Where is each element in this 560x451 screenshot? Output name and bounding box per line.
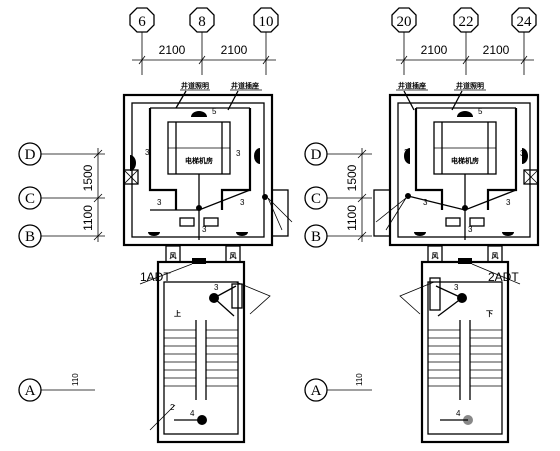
leader-line — [267, 197, 293, 231]
svg-text:上: 上 — [174, 309, 181, 318]
grid-bubble-D: D — [18, 142, 105, 166]
svg-text:5: 5 — [212, 107, 217, 116]
svg-text:风: 风 — [170, 251, 177, 260]
leader-line — [375, 197, 407, 231]
fixture-icons — [405, 193, 514, 236]
svg-text:10: 10 — [259, 14, 274, 30]
wiring-run — [486, 108, 518, 210]
svg-text:20: 20 — [397, 14, 412, 30]
leader-line — [399, 281, 435, 315]
fixture-icons — [148, 194, 268, 236]
svg-text:C: C — [25, 191, 35, 207]
svg-text:4: 4 — [456, 409, 461, 418]
leader-line — [175, 90, 187, 109]
svg-text:3: 3 — [214, 283, 219, 292]
svg-text:2100: 2100 — [159, 43, 186, 57]
svg-text:5: 5 — [478, 107, 483, 116]
light-fixture-icon: 5 — [457, 107, 483, 117]
grid-bubble-B-right: B — [304, 224, 372, 248]
shaft-light-label: 井道照明 — [181, 81, 209, 90]
grid-bubble-A-right: A 110 — [304, 373, 372, 402]
grid-bubble-8: 8 — [189, 7, 215, 75]
wiring-run — [220, 108, 252, 210]
svg-text:3: 3 — [202, 225, 207, 234]
svg-text:D: D — [25, 147, 36, 163]
svg-text:1100: 1100 — [345, 205, 359, 231]
svg-text:A: A — [25, 383, 36, 399]
grid-bubble-6: 6 — [129, 7, 155, 75]
grid-bubble-24: 24 — [511, 7, 537, 75]
svg-text:2100: 2100 — [221, 43, 248, 57]
panel-label-1adt: 1ADT — [140, 270, 171, 284]
svg-text:22: 22 — [459, 14, 474, 30]
svg-text:2100: 2100 — [483, 43, 510, 57]
grid-bubble-A: A 110 — [18, 373, 95, 402]
top-dimension-right: 2100 2100 — [396, 43, 534, 65]
svg-text:D: D — [311, 147, 322, 163]
svg-text:电梯机房: 电梯机房 — [185, 156, 213, 165]
leader-line — [403, 90, 415, 111]
top-dimension-left: 2100 2100 — [132, 43, 276, 65]
shaft-socket-label: 井道插座 — [398, 81, 426, 90]
svg-text:1500: 1500 — [345, 164, 359, 191]
svg-text:3: 3 — [506, 198, 511, 207]
grid-bubble-C: C — [18, 186, 105, 210]
shaft-light-label: 井道照明 — [456, 81, 484, 90]
svg-text:风: 风 — [492, 251, 499, 260]
stairwell-right: 下 3 4 — [420, 260, 510, 444]
svg-text:B: B — [25, 229, 35, 245]
svg-text:3: 3 — [145, 148, 150, 157]
svg-text:3: 3 — [240, 198, 245, 207]
side-dimension-right: 1500 1100 — [345, 148, 367, 242]
svg-text:3: 3 — [404, 148, 409, 157]
svg-text:B: B — [311, 229, 321, 245]
svg-text:24: 24 — [517, 14, 533, 30]
grid-bubble-C-right: C — [304, 186, 372, 210]
svg-text:1500: 1500 — [81, 164, 95, 191]
svg-text:8: 8 — [198, 14, 206, 30]
grid-bubble-22: 22 — [453, 7, 479, 75]
svg-text:电梯机房: 电梯机房 — [451, 156, 479, 165]
svg-text:110: 110 — [71, 373, 80, 386]
wall-lamp-icon — [404, 148, 528, 164]
grid-bubble-B: B — [18, 224, 105, 248]
leader-line — [451, 90, 463, 111]
svg-text:1100: 1100 — [81, 205, 95, 231]
stairwell-left: 上 3 4 2 — [156, 260, 246, 444]
shaft-socket-label: 井道插座 — [231, 81, 259, 90]
svg-text:3: 3 — [157, 198, 162, 207]
leader-line — [235, 281, 271, 315]
junction-box-icon — [123, 169, 139, 185]
wiring-run — [148, 108, 178, 210]
svg-text:6: 6 — [138, 14, 146, 30]
svg-text:110: 110 — [355, 373, 364, 386]
svg-text:3: 3 — [423, 198, 428, 207]
svg-text:A: A — [311, 383, 322, 399]
grid-bubble-D-right: D — [304, 142, 372, 166]
leader-line — [149, 404, 176, 431]
side-dimension-left: 1500 1100 — [81, 148, 103, 242]
svg-text:2100: 2100 — [421, 43, 448, 57]
svg-text:3: 3 — [520, 149, 525, 158]
svg-text:3: 3 — [454, 283, 459, 292]
svg-text:风: 风 — [432, 251, 439, 260]
svg-text:3: 3 — [468, 225, 473, 234]
svg-text:C: C — [311, 191, 321, 207]
grid-bubble-10: 10 — [253, 7, 279, 75]
right-plan: 20 22 24 2100 2100 电梯机房 — [304, 7, 540, 444]
wall-lamp-icon — [130, 148, 260, 171]
junction-box-icon — [523, 169, 539, 185]
svg-text:风: 风 — [230, 251, 237, 260]
leader-line — [227, 90, 239, 111]
svg-text:4: 4 — [190, 409, 195, 418]
grid-bubble-20: 20 — [391, 7, 417, 75]
svg-text:3: 3 — [236, 149, 241, 158]
left-plan: 6 8 10 2100 2100 — [18, 7, 293, 444]
wiring-run — [414, 108, 444, 210]
svg-text:下: 下 — [486, 310, 493, 318]
light-fixture-icon: 5 — [191, 107, 217, 117]
